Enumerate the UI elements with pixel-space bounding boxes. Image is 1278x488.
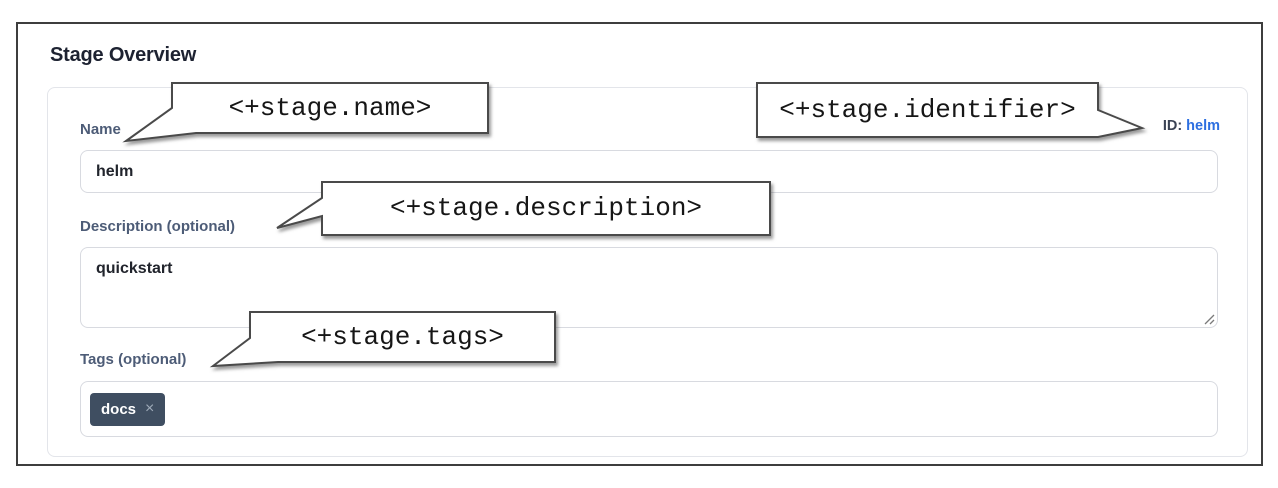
tags-label: Tags (optional): [80, 351, 187, 368]
tags-input[interactable]: docs ×: [80, 381, 1218, 437]
page-title: Stage Overview: [50, 44, 197, 66]
stage-id-badge: ID:helm: [1163, 118, 1220, 134]
id-value: helm: [1186, 118, 1220, 134]
tag-remove-icon[interactable]: ×: [145, 400, 155, 417]
tag-chip: docs ×: [90, 392, 166, 426]
description-label: Description (optional): [80, 218, 235, 235]
id-prefix-label: ID:: [1162, 118, 1183, 134]
name-label: Name: [80, 121, 121, 138]
tag-chip-label: docs: [101, 400, 137, 418]
description-input[interactable]: quickstart: [80, 247, 1218, 328]
name-input[interactable]: [80, 150, 1218, 193]
resize-handle-icon[interactable]: [1203, 313, 1215, 325]
description-field-wrap: quickstart: [80, 247, 1218, 328]
